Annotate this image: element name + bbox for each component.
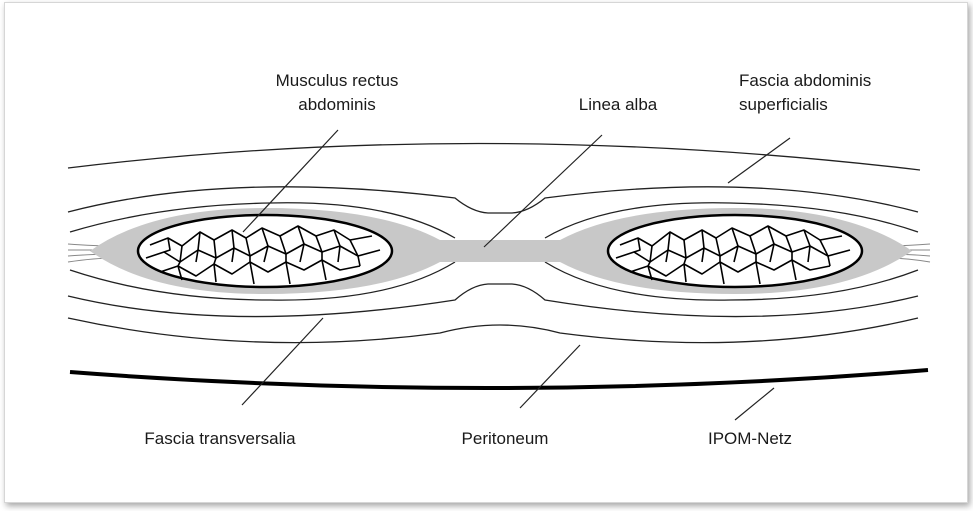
ipom-mesh-line[interactable] [70, 370, 928, 388]
label-rectus-line1: Musculus rectus [276, 71, 399, 90]
rectus-muscle-left [138, 215, 392, 287]
label-peritoneum: Peritoneum [462, 429, 549, 448]
leader-fascia-superficialis [728, 138, 790, 183]
label-fascia-superficialis-line2: superficialis [739, 95, 828, 114]
leader-fascia-transversalia [242, 318, 323, 405]
label-fascia-transversalia: Fascia transversalia [144, 429, 296, 448]
label-linea-alba: Linea alba [579, 95, 658, 114]
fascia-superficialis-line [68, 187, 918, 213]
leader-peritoneum [520, 345, 580, 408]
leader-ipom [735, 388, 774, 420]
label-fascia-superficialis-line1: Fascia abdominis [739, 71, 871, 90]
outer-contour-line [68, 143, 920, 170]
rectus-muscle-right [608, 215, 862, 287]
label-ipom: IPOM-Netz [708, 429, 792, 448]
label-rectus-line2: abdominis [298, 95, 376, 114]
peritoneum-line [68, 318, 918, 343]
